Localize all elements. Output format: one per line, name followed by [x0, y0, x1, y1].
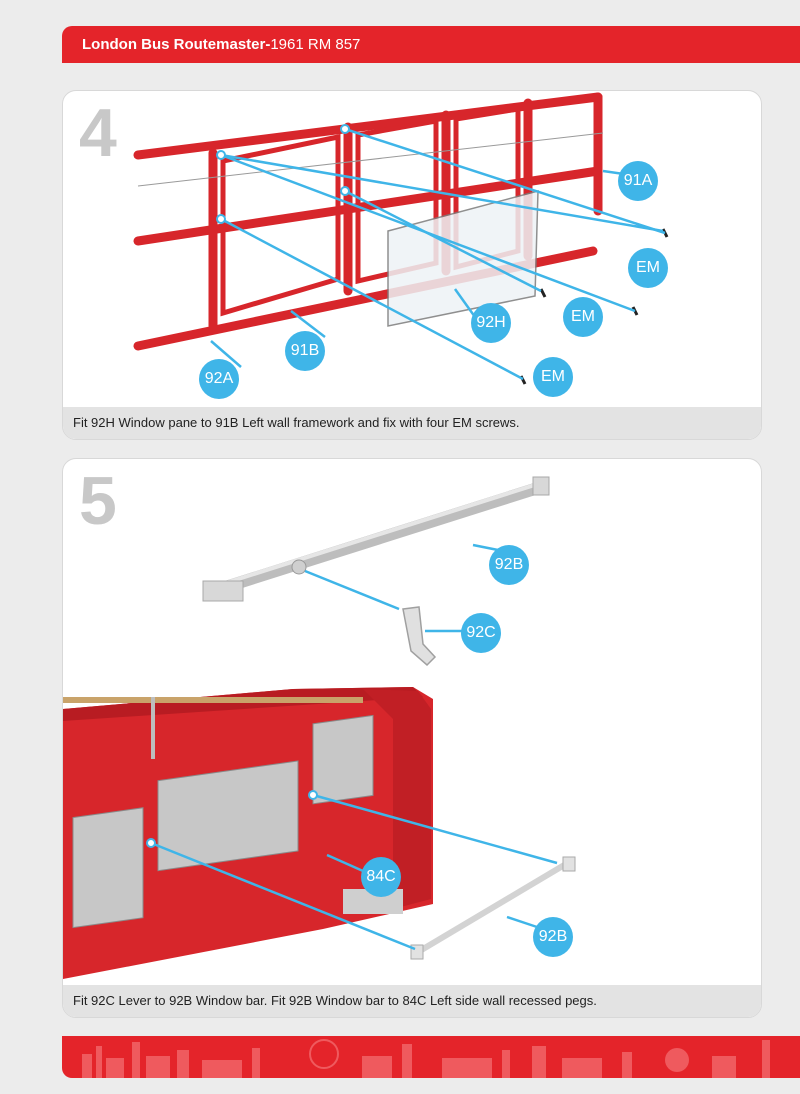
callout-em-2: EM	[563, 297, 603, 337]
step-5-caption: Fit 92C Lever to 92B Window bar. Fit 92B…	[63, 985, 761, 1017]
callout-92C: 92C	[461, 613, 501, 653]
callout-84C: 84C	[361, 857, 401, 897]
step-4-panel: 4 91A EM EM 92H 91B 92A EM Fit 92H Windo…	[62, 90, 762, 440]
callout-91B: 91B	[285, 331, 325, 371]
callout-92A: 92A	[199, 359, 239, 399]
page-title: London Bus Routemaster-1961 RM 857	[82, 36, 360, 53]
step-4-caption: Fit 92H Window pane to 91B Left wall fra…	[63, 407, 761, 439]
lever-92C	[403, 607, 435, 665]
callout-91A: 91A	[618, 161, 658, 201]
step-number: 4	[79, 99, 117, 167]
header-bar: London Bus Routemaster-1961 RM 857	[62, 26, 800, 63]
callout-92H: 92H	[471, 303, 511, 343]
callout-92B: 92B	[489, 545, 529, 585]
step-5-panel: 5 92B 92C 84C 92B Fit 92C Lever to 92B W…	[62, 458, 762, 1018]
callout-em-1: EM	[628, 248, 668, 288]
callout-92B-lower: 92B	[533, 917, 573, 957]
step-number: 5	[79, 467, 117, 535]
step-5-illustration	[63, 459, 762, 987]
footer-skyline-band	[62, 1036, 800, 1078]
london-skyline-icon	[62, 1036, 800, 1078]
callout-em-3: EM	[533, 357, 573, 397]
window-pane-92H	[388, 191, 538, 326]
window-bar-92B	[203, 477, 549, 601]
